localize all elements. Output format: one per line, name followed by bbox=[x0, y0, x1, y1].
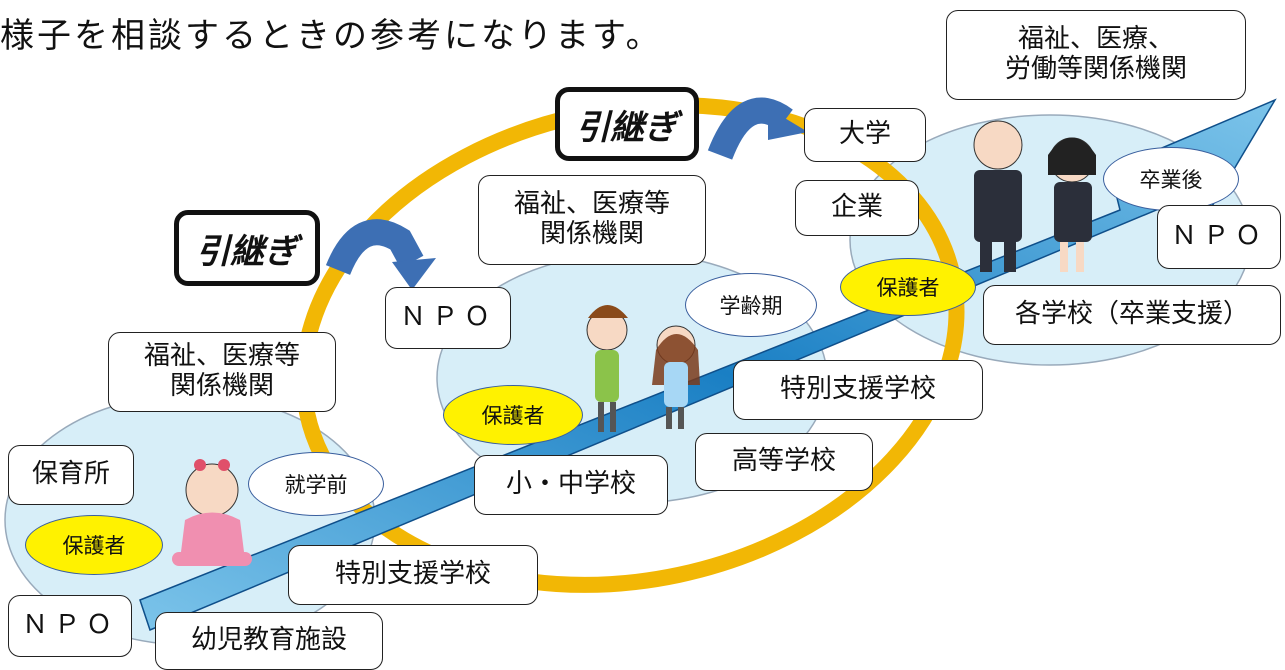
handover-arrow-2-head bbox=[768, 108, 808, 140]
box-special-support-school-1: 特別支援学校 bbox=[288, 545, 538, 605]
box-nursery: 保育所 bbox=[8, 445, 134, 505]
box-welfare-medical-preschool: 福祉、医療等 関係機関 bbox=[108, 332, 336, 412]
box-welfare-medical-school-age: 福祉、医療等 関係機関 bbox=[478, 175, 706, 265]
box-welfare-medical-labor: 福祉、医療、 労働等関係機関 bbox=[946, 10, 1246, 100]
graduates-illustration bbox=[973, 120, 1096, 272]
handover-label-1: 引継ぎ bbox=[174, 210, 320, 286]
box-company: 企業 bbox=[795, 180, 919, 236]
handover-arrow-1 bbox=[325, 219, 424, 276]
box-npo-after-graduation: ＮＰＯ bbox=[1157, 205, 1281, 269]
guardian-preschool: 保護者 bbox=[25, 515, 163, 575]
schoolchildren-illustration bbox=[586, 305, 700, 432]
box-npo-school-age: ＮＰＯ bbox=[385, 287, 511, 349]
guardian-after-graduation: 保護者 bbox=[840, 258, 976, 316]
box-npo-preschool: ＮＰＯ bbox=[8, 595, 132, 657]
stage-preschool: 就学前 bbox=[248, 452, 384, 516]
stage-school-age: 学齢期 bbox=[685, 273, 817, 337]
box-university: 大学 bbox=[804, 108, 926, 162]
handover-arrow-1-head bbox=[392, 258, 436, 290]
caption-text: 様子を相談するときの参考になります。 bbox=[0, 16, 663, 56]
guardian-school-age: 保護者 bbox=[443, 385, 583, 445]
handover-label-2: 引継ぎ bbox=[555, 87, 699, 161]
baby-illustration bbox=[172, 459, 252, 566]
stage-after-graduation: 卒業後 bbox=[1103, 147, 1239, 211]
box-high-school: 高等学校 bbox=[695, 433, 873, 491]
box-special-support-school-2: 特別支援学校 bbox=[733, 360, 983, 420]
box-elementary-junior-high: 小・中学校 bbox=[474, 455, 668, 515]
box-each-school-graduation-support: 各学校（卒業支援） bbox=[983, 285, 1281, 345]
box-early-childhood-facility: 幼児教育施設 bbox=[155, 612, 383, 670]
